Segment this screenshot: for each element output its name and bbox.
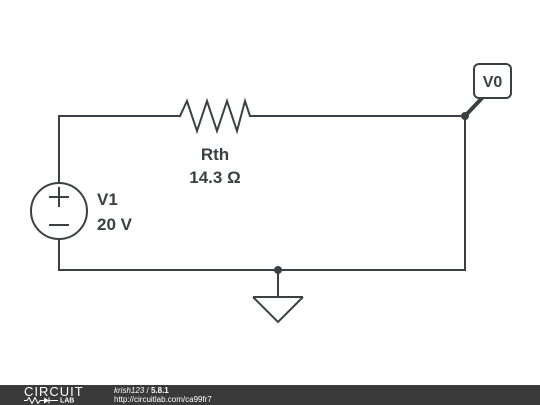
- resistor-name-label: Rth: [201, 145, 229, 164]
- footer-user[interactable]: krish123: [114, 386, 145, 395]
- probe-label: V0: [483, 74, 503, 91]
- logo-circuit-text: CIRCUIT: [24, 384, 84, 399]
- voltage-source-v1-icon[interactable]: [30, 182, 88, 240]
- footer-separator: /: [146, 386, 149, 395]
- logo-lab-text: LAB: [59, 397, 75, 405]
- footer-bar: CIRCUIT LAB krish123 / 5.8.1 http://circ…: [0, 385, 540, 405]
- logo-lab-row: LAB: [24, 396, 75, 405]
- footer-version: 5.8.1: [150, 386, 169, 395]
- ground-icon: [252, 296, 304, 324]
- footer-meta: krish123 / 5.8.1 http://circuitlab.com/c…: [114, 386, 212, 404]
- source-name-label: V1: [97, 190, 118, 209]
- wire-bottom: [58, 238, 466, 271]
- circuit-schematic: Rth 14.3 Ω V1 20 V V0: [30, 63, 512, 324]
- logo-resistor-diode-icon: [24, 396, 58, 405]
- source-value-label: 20 V: [97, 215, 133, 234]
- resistor-value-label: 14.3 Ω: [189, 168, 240, 187]
- footer-url[interactable]: http://circuitlab.com/ca99fr7: [114, 395, 212, 404]
- probe-box[interactable]: [473, 63, 512, 99]
- probe-lead: [463, 94, 486, 118]
- wire-top-right: [249, 115, 466, 271]
- wire-left-top: [58, 115, 181, 184]
- footer-credit-line: krish123 / 5.8.1: [114, 386, 212, 395]
- resistor-rth-icon[interactable]: [178, 97, 252, 135]
- junction-dot-ground: [274, 266, 282, 274]
